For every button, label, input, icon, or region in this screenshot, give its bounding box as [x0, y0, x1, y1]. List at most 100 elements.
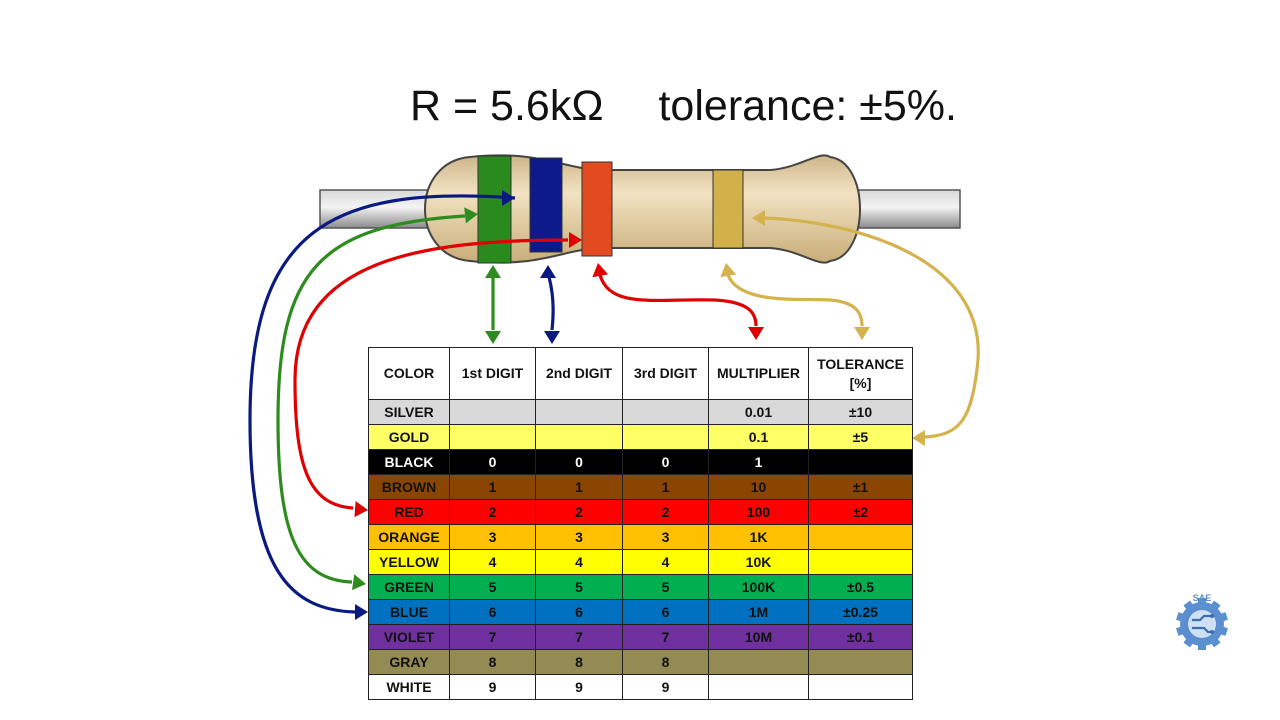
color-name-cell: GREEN	[368, 574, 450, 600]
column-header: MULTIPLIER	[708, 347, 809, 400]
value-cell	[808, 549, 913, 575]
value-cell	[622, 424, 709, 450]
value-cell: 0	[535, 449, 623, 475]
arrowhead	[569, 232, 582, 248]
logo-text: SAE	[1193, 593, 1212, 603]
value-cell: 7	[535, 624, 623, 650]
color-name-cell: ORANGE	[368, 524, 450, 550]
value-cell	[708, 649, 809, 675]
arrowhead	[854, 327, 870, 340]
gold-row-arrow	[764, 216, 980, 439]
arrowhead	[485, 265, 501, 278]
value-cell: ±10	[808, 399, 913, 425]
value-cell: 1	[708, 449, 809, 475]
color-name-cell: SILVER	[368, 399, 450, 425]
value-cell: 4	[535, 549, 623, 575]
value-cell: 10	[708, 474, 809, 500]
gold-column-arrow	[726, 274, 864, 327]
column-header: 2nd DIGIT	[535, 347, 623, 400]
color-name-cell: BLACK	[368, 449, 450, 475]
value-cell: 2	[449, 499, 536, 525]
arrowhead	[748, 327, 764, 340]
red-row-arrow	[293, 238, 569, 510]
value-cell: 2	[622, 499, 709, 525]
value-cell: 9	[449, 674, 536, 700]
table-row: SILVER 0.01±10	[368, 399, 913, 425]
value-cell: 4	[622, 549, 709, 575]
value-cell: 5	[622, 574, 709, 600]
value-cell: 1K	[708, 524, 809, 550]
value-cell	[808, 674, 913, 700]
value-cell	[535, 424, 623, 450]
value-cell: 2	[535, 499, 623, 525]
value-cell: 1	[622, 474, 709, 500]
value-cell: 0.01	[708, 399, 809, 425]
column-header: 3rd DIGIT	[622, 347, 709, 400]
value-cell: 1M	[708, 599, 809, 625]
value-cell	[808, 524, 913, 550]
value-cell: 3	[622, 524, 709, 550]
arrowhead	[354, 501, 368, 518]
arrowhead	[544, 331, 560, 344]
value-cell: 9	[622, 674, 709, 700]
value-cell: 8	[449, 649, 536, 675]
value-cell: ±5	[808, 424, 913, 450]
value-cell: 8	[622, 649, 709, 675]
color-name-cell: YELLOW	[368, 549, 450, 575]
value-cell	[449, 424, 536, 450]
blue-row-arrow	[248, 194, 516, 614]
value-cell: 3	[449, 524, 536, 550]
column-header: COLOR	[368, 347, 450, 400]
value-cell: ±0.25	[808, 599, 913, 625]
value-cell: 0	[449, 449, 536, 475]
value-cell: 0.1	[708, 424, 809, 450]
arrowhead	[540, 265, 556, 278]
arrows	[248, 190, 980, 620]
column-header: 1st DIGIT	[449, 347, 536, 400]
value-cell: ±0.5	[808, 574, 913, 600]
arrowhead	[502, 190, 515, 206]
1st-digit-band	[477, 155, 512, 264]
value-cell: 0	[622, 449, 709, 475]
arrowhead	[352, 574, 366, 591]
arrowhead	[355, 604, 368, 620]
value-cell: 1	[535, 474, 623, 500]
tolerance-value: tolerance: ±5%.	[658, 82, 957, 130]
value-cell	[808, 649, 913, 675]
color-name-cell: BLUE	[368, 599, 450, 625]
value-cell: 6	[535, 599, 623, 625]
color-name-cell: BROWN	[368, 474, 450, 500]
value-cell: 1	[449, 474, 536, 500]
color-bands	[477, 155, 744, 264]
value-cell: 10M	[708, 624, 809, 650]
arrowhead	[752, 210, 765, 226]
arrowhead	[592, 263, 609, 278]
color-name-cell: VIOLET	[368, 624, 450, 650]
value-cell: 100K	[708, 574, 809, 600]
value-cell: 6	[622, 599, 709, 625]
value-cell: 100	[708, 499, 809, 525]
value-cell	[535, 399, 623, 425]
arrowhead	[464, 207, 478, 224]
resistance-value: R = 5.6kΩ	[410, 82, 604, 130]
value-cell: ±1	[808, 474, 913, 500]
value-cell: 5	[449, 574, 536, 600]
value-cell	[808, 449, 913, 475]
arrowhead	[912, 430, 925, 446]
value-cell: ±0.1	[808, 624, 913, 650]
red-column-arrow	[598, 274, 758, 327]
value-cell: 7	[449, 624, 536, 650]
value-cell: 9	[535, 674, 623, 700]
